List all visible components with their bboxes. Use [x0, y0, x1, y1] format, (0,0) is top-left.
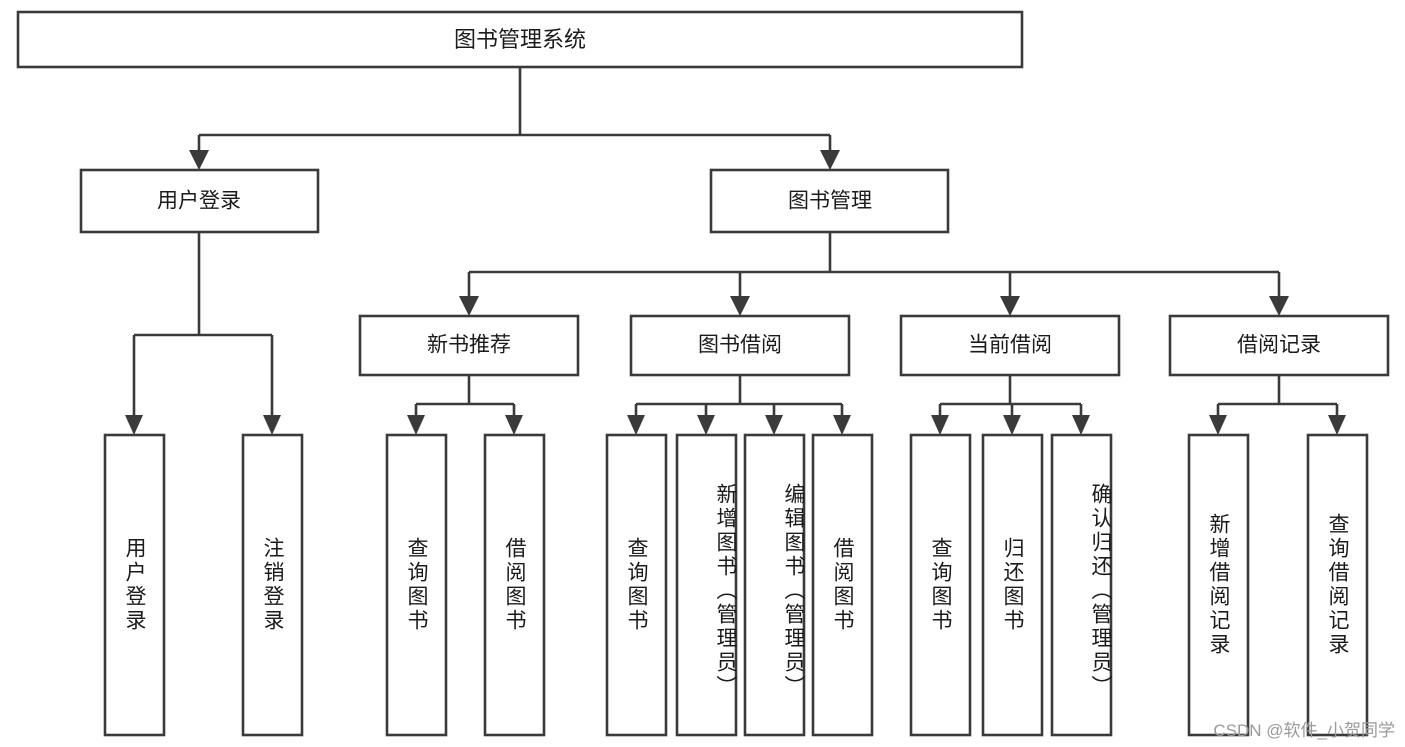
leaf-user-login-box[interactable]: [103, 433, 166, 737]
leaf-edit-book-admin-box[interactable]: [743, 433, 806, 737]
node-current-borrow-label: 当前借阅: [968, 334, 1052, 357]
arrow-head-leaf-query-record: [1328, 415, 1346, 435]
leaf-add-book-admin-box[interactable]: [675, 433, 738, 737]
leaf-logout-box[interactable]: [241, 433, 304, 737]
arrow-head-user-login: [189, 150, 209, 170]
leaf-box-group: [103, 433, 1369, 737]
arrow-head-new-book-recommend: [459, 296, 479, 316]
arrow-head-leaf-return-book: [1003, 415, 1021, 435]
arrow-head-borrow-record: [1269, 296, 1289, 316]
watermark: CSDN @软件_小贺同学: [1213, 721, 1395, 740]
leaf-query-book-2-box[interactable]: [605, 433, 668, 737]
arrow-head-leaf-user-login: [125, 415, 143, 435]
leaf-query-book-3-box[interactable]: [909, 433, 972, 737]
arrow-head-leaf-borrow-book-1: [505, 415, 523, 435]
leaf-query-record-box[interactable]: [1306, 433, 1369, 737]
arrow-head-leaf-query-book-2: [627, 415, 645, 435]
node-new-book-recommend-label: 新书推荐: [427, 334, 511, 357]
arrow-head-current-borrow: [1000, 296, 1020, 316]
arrow-head-leaf-query-book-1: [407, 415, 425, 435]
node-current-borrow[interactable]: 当前借阅: [899, 314, 1121, 377]
node-borrow-record-box[interactable]: [1168, 314, 1390, 377]
arrow-head-leaf-logout: [263, 415, 281, 435]
arrow-head-leaf-add-book-admin: [697, 415, 715, 435]
leaf-borrow-book-1-box[interactable]: [483, 433, 546, 737]
arrow-head-leaf-query-book-3: [931, 415, 949, 435]
arrow-head-leaf-edit-book-admin: [765, 415, 783, 435]
node-current-borrow-box[interactable]: [899, 314, 1121, 377]
arrow-head-book-manage: [820, 150, 840, 170]
node-borrow-record-label: 借阅记录: [1237, 334, 1321, 357]
leaf-query-book-1-box[interactable]: [385, 433, 448, 737]
leaf-return-book-box[interactable]: [981, 433, 1044, 737]
node-book-manage-label: 图书管理: [788, 190, 872, 213]
node-user-login-box[interactable]: [79, 168, 320, 234]
node-book-borrow-box[interactable]: [629, 314, 851, 377]
node-borrow-record[interactable]: 借阅记录: [1168, 314, 1390, 377]
node-root-label: 图书管理系统: [454, 27, 586, 52]
arrow-head-leaf-confirm-return: [1072, 415, 1090, 435]
node-user-login-label: 用户登录: [157, 190, 241, 213]
leaf-add-record-box[interactable]: [1187, 433, 1250, 737]
node-book-borrow[interactable]: 图书借阅: [629, 314, 851, 377]
leaf-borrow-book-2-box[interactable]: [811, 433, 874, 737]
node-root[interactable]: 图书管理系统: [16, 10, 1024, 69]
node-book-manage[interactable]: 图书管理: [709, 168, 950, 234]
arrow-head-leaf-borrow-book-2: [833, 415, 851, 435]
node-book-manage-box[interactable]: [709, 168, 950, 234]
node-book-borrow-label: 图书借阅: [698, 334, 782, 357]
node-new-book-recommend[interactable]: 新书推荐: [358, 314, 580, 377]
connector-group: [125, 67, 1346, 435]
arrow-head-leaf-add-record: [1209, 415, 1227, 435]
node-user-login[interactable]: 用户登录: [79, 168, 320, 234]
leaf-confirm-return-box[interactable]: [1050, 433, 1113, 737]
node-new-book-recommend-box[interactable]: [358, 314, 580, 377]
arrow-head-book-borrow: [730, 296, 750, 316]
node-root-box[interactable]: [16, 10, 1024, 69]
